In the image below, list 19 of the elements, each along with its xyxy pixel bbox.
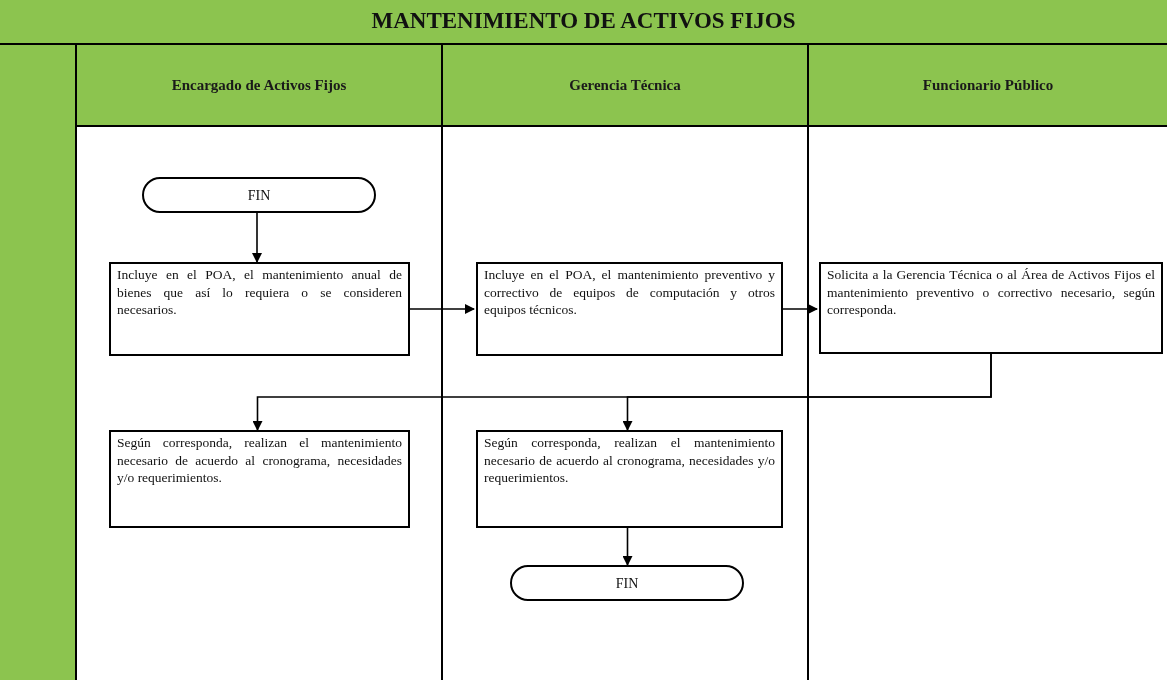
process-box: Incluye en el POA, el mantenimiento preventivo y correctivo de equipos de computación y otros equipos técnicos. <box>476 262 783 356</box>
terminator: FIN <box>142 177 376 213</box>
diagram-title: MANTENIMIENTO DE ACTIVOS FIJOS <box>371 7 796 36</box>
arrow <box>622 527 633 566</box>
lane-header: Funcionario Público <box>921 76 1055 94</box>
swimlane <box>807 45 1167 680</box>
lane-header: Encargado de Activos Fijos <box>170 76 348 94</box>
terminator: FIN <box>510 565 744 601</box>
arrow <box>252 212 262 263</box>
process-box: Incluye en el POA, el mantenimiento anual de bienes que así lo requiera o se consideren necesarios. <box>109 262 410 356</box>
swimlane <box>441 45 807 680</box>
arrow <box>780 304 818 314</box>
process-box: Solicita a la Gerencia Técnica o al Área de Activos Fijos el mantenimiento preventivo o correctivo necesario, según corresponda. <box>819 262 1163 354</box>
swimlane <box>75 45 441 680</box>
arrow <box>622 353 992 431</box>
lane-header: Gerencia Técnica <box>568 76 682 94</box>
arrow <box>407 304 475 314</box>
process-box: Según corresponda, realizan el mantenimiento necesario de acuerdo al cronograma, necesidades y/o requerimientos. <box>476 430 783 528</box>
process-box: Según corresponda, realizan el mantenimiento necesario de acuerdo al cronograma, necesidades y/o requerimientos. <box>109 430 410 528</box>
